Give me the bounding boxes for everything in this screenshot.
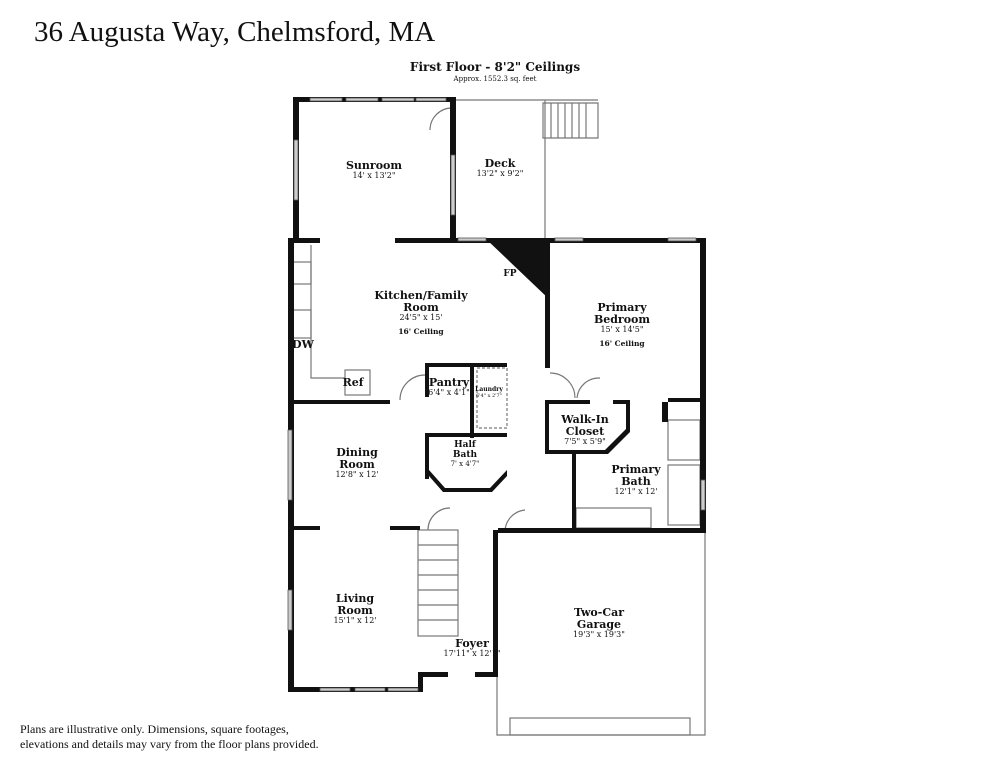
room-name: Walk-In Closet bbox=[561, 413, 609, 439]
dishwasher-label: DW bbox=[292, 338, 314, 351]
disclaimer: Plans are illustrative only. Dimensions,… bbox=[20, 722, 319, 752]
room-dim: 17'11" x 12'1" bbox=[443, 649, 501, 659]
room-name: Pantry bbox=[428, 376, 470, 389]
room-name: Living Room bbox=[335, 592, 375, 618]
room-name: Primary Bath bbox=[611, 463, 661, 489]
room-dim: 6'4" x 4'1" bbox=[428, 388, 470, 398]
windows bbox=[287, 97, 706, 692]
room-dim: 15'1" x 12' bbox=[333, 616, 377, 626]
room-dim: 12'1" x 12' bbox=[614, 487, 658, 497]
room-dim: 24'5" x 15' bbox=[399, 313, 443, 323]
room-dim: 15' x 14'5" bbox=[600, 325, 644, 335]
room-name: Kitchen/Family Room bbox=[374, 289, 468, 315]
room-name: Dining Room bbox=[336, 446, 378, 472]
room-ceiling: 16' Ceiling bbox=[398, 326, 444, 336]
room-dim: 14' x 13'2" bbox=[352, 171, 396, 181]
room-dim: 13'2" x 9'2" bbox=[476, 169, 524, 179]
room-dim: 12'8" x 12' bbox=[335, 470, 379, 480]
floor-title: First Floor - 8'2" Ceilings bbox=[409, 60, 581, 74]
fireplace-label: FP bbox=[503, 269, 517, 279]
room-name: Primary Bedroom bbox=[593, 301, 651, 327]
floor-area: Approx. 1552.3 sq. feet bbox=[453, 75, 537, 83]
disclaimer-line: elevations and details may vary from the… bbox=[20, 737, 319, 751]
refrigerator-label: Ref bbox=[342, 376, 364, 389]
room-name: Two-Car Garage bbox=[573, 606, 625, 632]
room-name: Deck bbox=[484, 157, 516, 170]
room-ceiling: 16' Ceiling bbox=[599, 338, 645, 348]
room-name: Half Bath bbox=[452, 440, 478, 460]
room-dim: 7' x 4'7" bbox=[450, 459, 480, 468]
room-dim: 6'4" x 2'7" bbox=[475, 392, 503, 399]
room-dim: 19'3" x 19'3" bbox=[573, 630, 625, 640]
listing-title: 36 Augusta Way, Chelmsford, MA bbox=[34, 16, 436, 48]
room-name: Laundry bbox=[475, 386, 503, 393]
disclaimer-line: Plans are illustrative only. Dimensions,… bbox=[20, 722, 289, 736]
room-name: Foyer bbox=[455, 637, 489, 650]
room-name: Sunroom bbox=[345, 159, 403, 172]
room-dim: 7'5" x 5'9" bbox=[564, 437, 606, 447]
